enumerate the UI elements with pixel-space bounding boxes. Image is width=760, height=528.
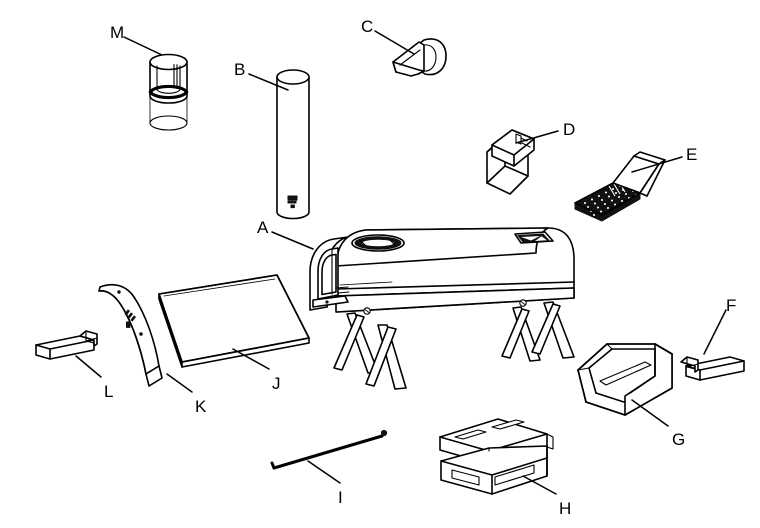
part-a-oven-main-body — [309, 227, 575, 390]
part-d-fuel-box-module — [486, 129, 535, 195]
part-label-l: L — [104, 382, 114, 401]
leader-lines — [75, 30, 727, 495]
part-label-j: J — [272, 374, 281, 393]
leader-f — [703, 309, 727, 355]
leader-m — [123, 36, 163, 56]
leader-b — [248, 73, 289, 91]
leader-i — [307, 460, 341, 484]
part-b-chimney-tube — [276, 69, 310, 220]
leader-d — [515, 130, 559, 144]
part-i-ash-rake-rod — [270, 429, 388, 470]
leader-g — [631, 399, 669, 427]
part-h-ash-tray-drawer — [439, 418, 554, 495]
leader-h — [522, 475, 557, 495]
part-label-g: G — [672, 430, 686, 449]
rear-vent-slots — [454, 419, 525, 440]
part-label-h: H — [559, 499, 572, 518]
part-label-e: E — [686, 145, 698, 164]
rear-vent-opening — [514, 231, 554, 244]
part-label-a: A — [257, 218, 269, 237]
part-c-burner-nozzle — [392, 38, 447, 77]
brand-mark-chimney — [287, 195, 298, 209]
part-l-door-handle-left — [35, 330, 98, 360]
part-label-b: B — [234, 60, 246, 79]
chimney-port — [351, 234, 405, 252]
leader-c — [374, 30, 415, 55]
part-label-c: C — [361, 17, 374, 36]
part-label-i: I — [338, 488, 343, 507]
brand-logo-door — [124, 309, 136, 328]
part-f-hopper-handle-right — [680, 356, 745, 381]
part-m-chimney-cap-damper — [148, 53, 189, 131]
leader-j — [232, 348, 270, 370]
part-g-fuel-hopper-chute — [577, 343, 673, 416]
part-label-f: F — [726, 296, 737, 315]
part-label-k: K — [195, 397, 207, 416]
part-j-baking-stone — [158, 274, 310, 368]
part-label-d: D — [563, 120, 576, 139]
part-e-perforated-grate-panel — [574, 151, 666, 222]
front-vent-slots — [451, 464, 535, 486]
part-label-m: M — [110, 23, 125, 42]
oven-legs — [333, 301, 575, 390]
leader-l — [75, 355, 102, 378]
leader-a — [271, 231, 314, 250]
part-k-oven-door-panel — [98, 283, 163, 387]
leader-e — [631, 156, 683, 173]
leader-k — [166, 373, 193, 393]
